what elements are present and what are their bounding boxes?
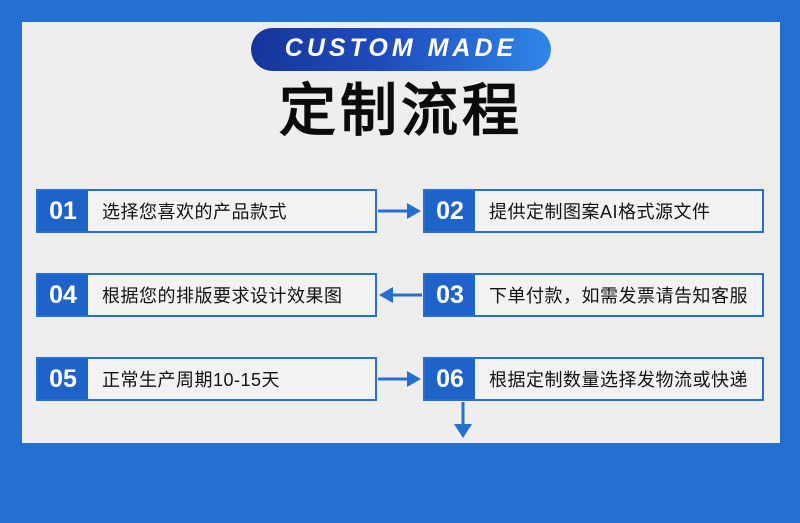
- step-card-01[interactable]: 01 选择您喜欢的产品款式: [36, 189, 377, 233]
- arrow-right-icon: [378, 371, 421, 387]
- arrow-down-icon-step04-to-step05: [56, 486, 74, 522]
- connector-3: [377, 357, 423, 401]
- step-label-03: 下单付款，如需发票请告知客服: [475, 275, 762, 315]
- connector-1: [377, 189, 423, 233]
- arrow-right-icon: [378, 203, 421, 219]
- step-label-05: 正常生产周期10-15天: [88, 359, 375, 399]
- connector-2: [377, 273, 423, 317]
- step-number-06: 06: [425, 359, 475, 399]
- step-card-02[interactable]: 02 提供定制图案AI格式源文件: [423, 189, 764, 233]
- step-label-04: 根据您的排版要求设计效果图: [88, 275, 375, 315]
- process-flow: 01 选择您喜欢的产品款式 02 提供定制图案AI格式源文件: [22, 189, 780, 522]
- page-title: 定制流程: [279, 76, 523, 144]
- flow-row-2: 04 根据您的排版要求设计效果图 03 下单付款，如需发票请告知客服: [22, 273, 780, 317]
- step-card-05[interactable]: 05 正常生产周期10-15天: [36, 357, 377, 401]
- step-number-05: 05: [38, 359, 88, 399]
- step-card-06[interactable]: 06 根据定制数量选择发物流或快递: [423, 357, 764, 401]
- step-label-02: 提供定制图案AI格式源文件: [475, 191, 762, 231]
- step-number-04: 04: [38, 275, 88, 315]
- custom-made-process-poster: CUSTOM MADE 定制流程 01 选择您喜欢的产品款式 02: [22, 22, 780, 522]
- poster-header: CUSTOM MADE 定制流程: [22, 22, 780, 144]
- step-number-01: 01: [38, 191, 88, 231]
- step-number-02: 02: [425, 191, 475, 231]
- arrow-left-icon: [379, 287, 422, 303]
- arrow-down-icon-step02-to-step03: [454, 402, 472, 438]
- step-label-01: 选择您喜欢的产品款式: [88, 191, 375, 231]
- flow-row-1: 01 选择您喜欢的产品款式 02 提供定制图案AI格式源文件: [22, 189, 780, 233]
- step-number-03: 03: [425, 275, 475, 315]
- custom-made-badge: CUSTOM MADE: [250, 28, 552, 71]
- poster-stage: CUSTOM MADE 定制流程 01 选择您喜欢的产品款式 02: [22, 22, 780, 522]
- step-card-03[interactable]: 03 下单付款，如需发票请告知客服: [423, 273, 764, 317]
- flow-row-3: 05 正常生产周期10-15天 06 根据定制数量选择发物流或快递: [22, 357, 780, 401]
- step-label-06: 根据定制数量选择发物流或快递: [475, 359, 762, 399]
- step-card-04[interactable]: 04 根据您的排版要求设计效果图: [36, 273, 377, 317]
